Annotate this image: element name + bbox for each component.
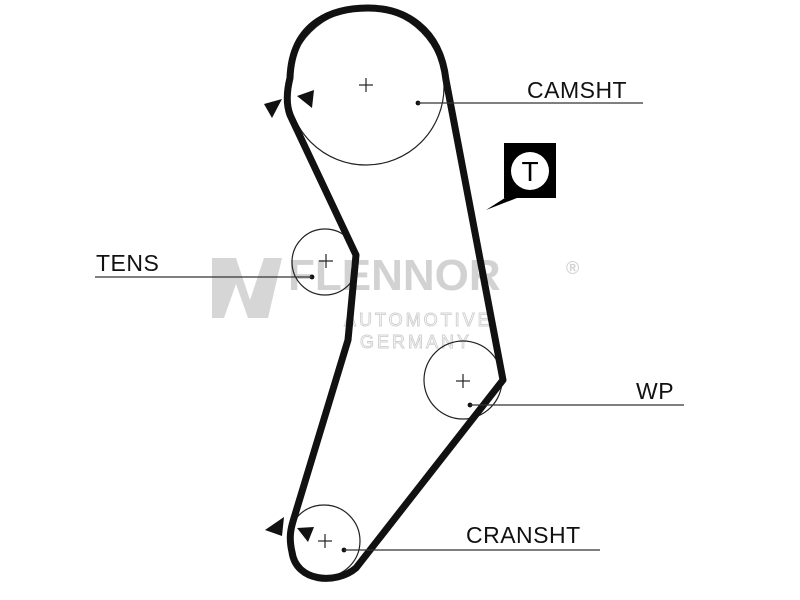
camshaft-timing-arrows — [264, 90, 314, 118]
timing-belt — [283, 4, 507, 582]
watermark-registered: ® — [566, 258, 579, 278]
tensioner-label: TENS — [96, 250, 159, 276]
timing-mark-symbol: T — [521, 156, 538, 187]
crankshaft-label: CRANSHT — [466, 522, 581, 548]
water-pump-label: WP — [636, 378, 674, 404]
camshaft-label: CAMSHT — [527, 77, 627, 103]
camshaft-leader — [415, 100, 643, 106]
watermark: FLENNOR ® AUTOMOTIVE GERMANY — [212, 251, 579, 352]
timing-mark-tag: T — [486, 143, 556, 210]
water-pump-leader — [467, 402, 684, 408]
watermark-brand: FLENNOR — [288, 251, 501, 300]
tensioner-center-mark — [319, 254, 333, 268]
crankshaft-center-mark — [318, 534, 332, 548]
camshaft-center-mark — [359, 78, 373, 92]
watermark-line1: AUTOMOTIVE — [344, 310, 493, 330]
crankshaft-leader — [341, 547, 600, 553]
tensioner-leader — [95, 274, 315, 280]
water-pump-center-mark — [456, 374, 470, 388]
watermark-logo-mark — [212, 258, 282, 318]
crankshaft-timing-arrows — [265, 517, 314, 542]
